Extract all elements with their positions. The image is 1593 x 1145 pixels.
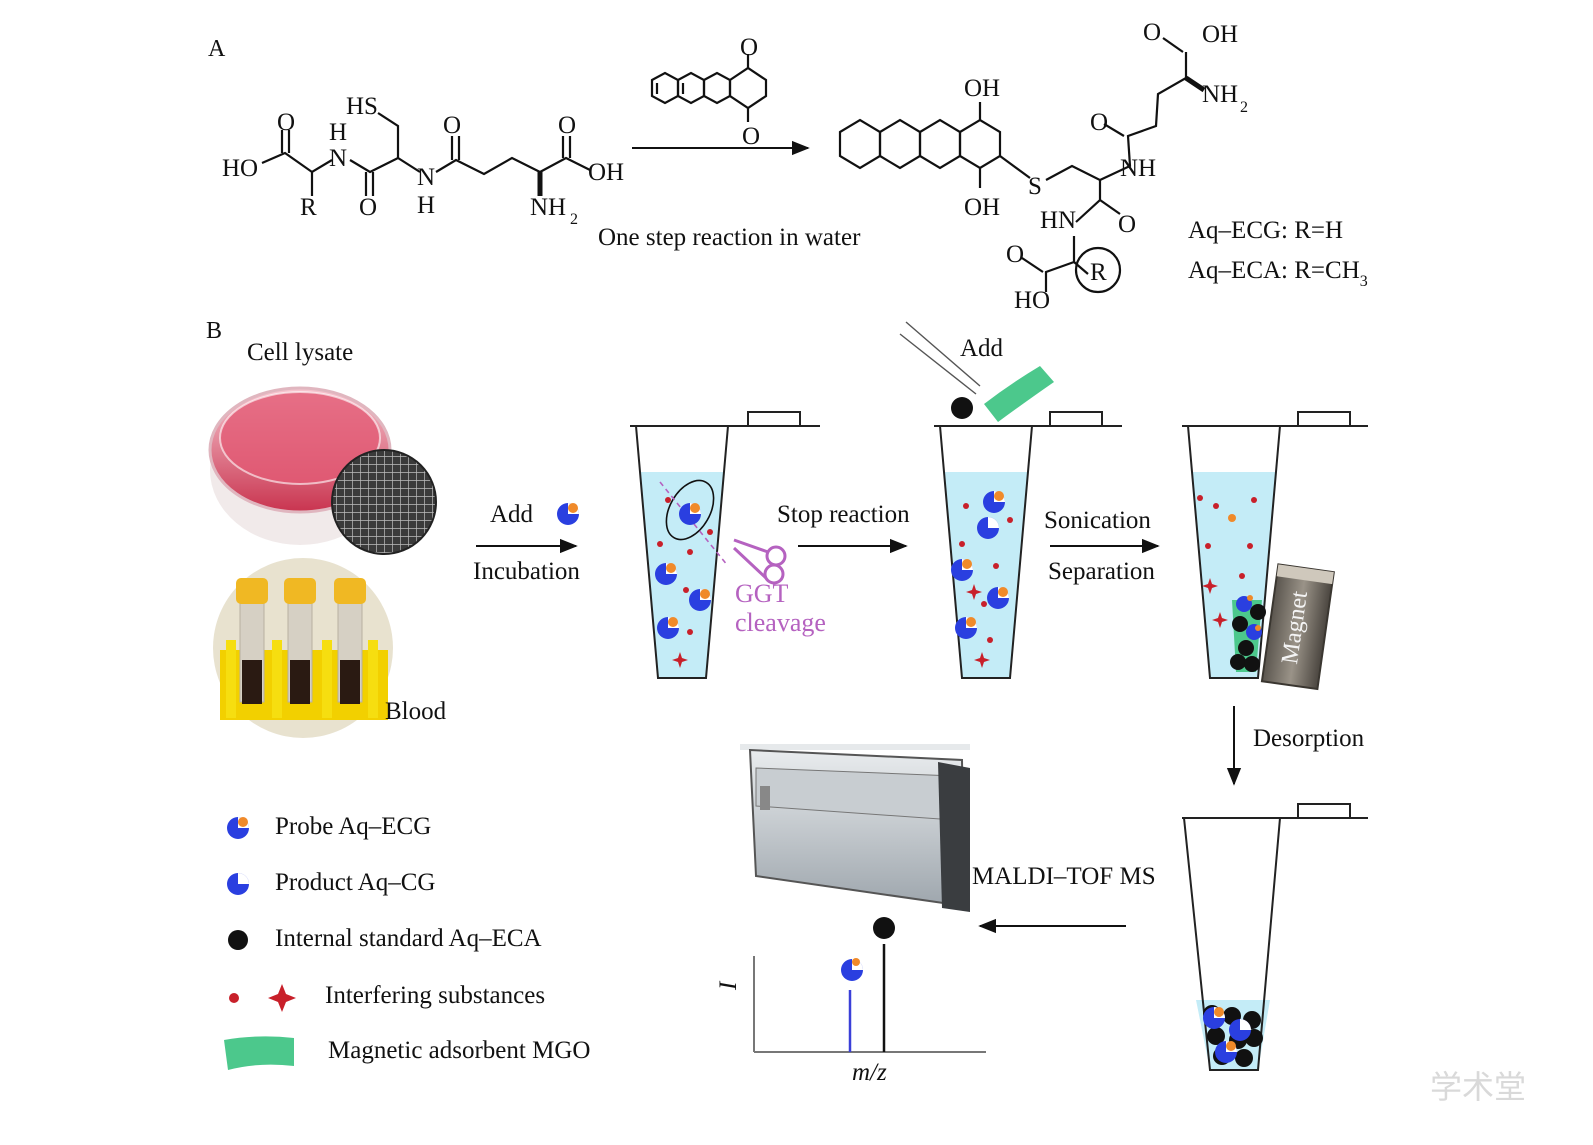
axis-x-label: m/z xyxy=(852,1059,887,1086)
svg-text:R: R xyxy=(1090,259,1107,286)
svg-text:O: O xyxy=(740,34,758,61)
reactant-atoms: HO O H N R HS O O N H O OH NH 2 xyxy=(222,93,624,228)
svg-text:O: O xyxy=(277,109,295,136)
blood-label: Blood xyxy=(385,698,447,725)
svg-text:2: 2 xyxy=(570,211,578,228)
red-dot-star-icon xyxy=(229,984,296,1012)
svg-text:O: O xyxy=(1090,109,1108,136)
green-sheet-icon xyxy=(224,1036,294,1070)
legend-interferents: Interfering substances xyxy=(325,982,545,1009)
probe-icon xyxy=(227,817,249,839)
blood-tubes-image xyxy=(213,558,393,738)
step1-add-label: Add xyxy=(490,501,534,528)
pipette-icon xyxy=(899,321,981,395)
reactant-structure xyxy=(261,112,591,196)
svg-text:H: H xyxy=(417,192,435,219)
maldi-label: MALDI–TOF MS xyxy=(972,863,1156,890)
svg-text:S: S xyxy=(1028,173,1042,200)
culture-dish-image xyxy=(208,386,437,555)
cell-lysate-label: Cell lysate xyxy=(247,339,353,366)
panel-label-b: B xyxy=(206,318,222,344)
svg-text:HO: HO xyxy=(1014,287,1050,314)
add-mgo-label: Add xyxy=(960,335,1004,362)
svg-text:H: H xyxy=(329,119,347,146)
svg-text:NH: NH xyxy=(1120,155,1156,182)
ggt-label: GGT xyxy=(735,579,789,608)
svg-text:R: R xyxy=(300,194,317,221)
panel-label-a: A xyxy=(208,36,226,62)
svg-text:NH: NH xyxy=(1202,81,1238,108)
svg-text:O: O xyxy=(359,194,377,221)
scissors-icon xyxy=(732,538,787,585)
legend-mgo: Magnetic adsorbent MGO xyxy=(328,1037,590,1064)
maldi-instrument-image xyxy=(740,744,970,912)
ggt-cleavage-label: cleavage xyxy=(735,608,826,637)
probe-definition-ecg: Aq–ECG: R=H xyxy=(1188,217,1343,244)
reaction-condition: One step reaction in water xyxy=(598,224,861,251)
watermark: 学术堂 xyxy=(1430,1068,1526,1106)
svg-text:OH: OH xyxy=(964,194,1000,221)
tube-separation xyxy=(1182,411,1368,679)
axis-y-label: I xyxy=(715,980,742,991)
separation-label: Separation xyxy=(1048,558,1155,585)
probe-definition-eca: Aq–ECA: R=CH3 xyxy=(1188,257,1368,290)
svg-text:NH: NH xyxy=(530,194,566,221)
mgo-sheet-drop xyxy=(984,366,1054,422)
step1-incubation-label: Incubation xyxy=(473,558,580,585)
tube-incubation xyxy=(630,411,820,679)
svg-text:N: N xyxy=(417,164,435,191)
svg-text:2: 2 xyxy=(1240,99,1248,116)
svg-text:OH: OH xyxy=(588,159,624,186)
svg-text:HS: HS xyxy=(346,93,378,120)
svg-text:O: O xyxy=(1118,211,1136,238)
svg-text:OH: OH xyxy=(1202,21,1238,48)
stop-reaction-label: Stop reaction xyxy=(777,501,910,528)
svg-text:OH: OH xyxy=(964,75,1000,102)
svg-text:O: O xyxy=(558,112,576,139)
svg-text:N: N xyxy=(329,145,347,172)
quinone-structure xyxy=(650,54,768,122)
svg-text:O: O xyxy=(1006,241,1024,268)
quinone-atoms: O O xyxy=(740,34,760,150)
black-dot-icon xyxy=(228,930,248,950)
product-icon xyxy=(227,873,249,895)
svg-text:HN: HN xyxy=(1040,207,1076,234)
product-atoms: OH OH S O OH NH 2 O NH HN O O R HO xyxy=(964,19,1248,314)
svg-text:HO: HO xyxy=(222,155,258,182)
svg-text:O: O xyxy=(443,112,461,139)
tube-desorbed xyxy=(1182,803,1368,1071)
tube-stopped xyxy=(934,411,1122,679)
legend-probe: Probe Aq–ECG xyxy=(275,813,431,840)
sonication-label: Sonication xyxy=(1044,507,1151,534)
svg-text:O: O xyxy=(1143,19,1161,46)
mass-spectrum xyxy=(753,917,986,1053)
probe-icon xyxy=(557,503,579,525)
legend-standard: Internal standard Aq–ECA xyxy=(275,925,542,952)
desorption-label: Desorption xyxy=(1253,725,1365,752)
internal-standard-drop xyxy=(951,397,973,419)
svg-text:O: O xyxy=(742,123,760,150)
product-structure xyxy=(838,37,1206,294)
magnet-icon xyxy=(1260,563,1335,691)
legend: Probe Aq–ECG Product Aq–CG Internal stan… xyxy=(224,813,590,1070)
legend-product: Product Aq–CG xyxy=(275,869,435,896)
